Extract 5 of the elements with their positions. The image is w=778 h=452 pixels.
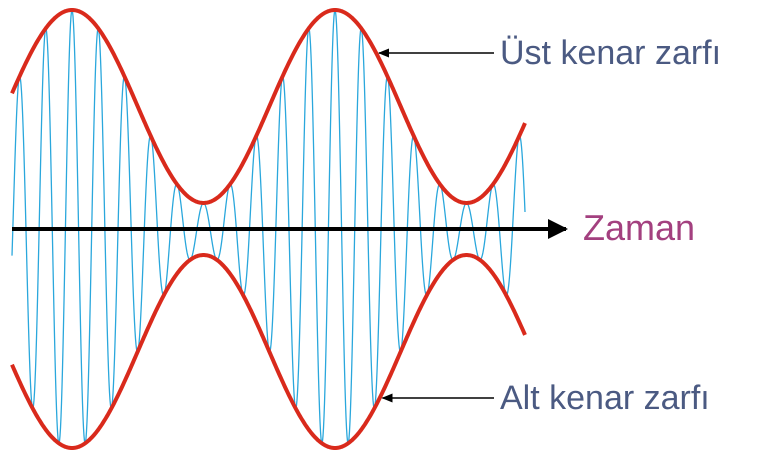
leader-line	[381, 394, 494, 402]
annotation-label: Alt kenar zarfı	[500, 379, 710, 417]
axis-label: Zaman	[583, 209, 696, 247]
leader-line	[378, 48, 494, 58]
annotation-label: Üst kenar zarfı	[500, 34, 722, 72]
